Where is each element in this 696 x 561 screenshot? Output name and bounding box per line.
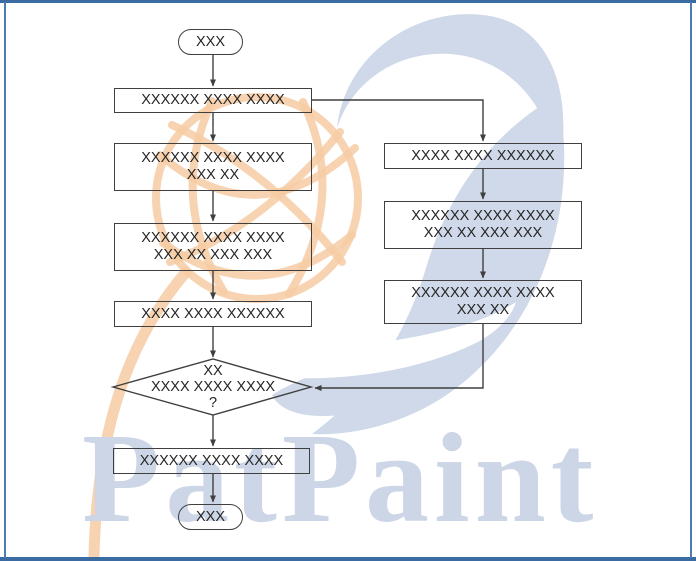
node-label-line: XXXXXX XXXX XXXX xyxy=(141,150,285,166)
node-label-line: XX xyxy=(203,363,223,379)
left-process-4: XXXX XXXX XXXXXX xyxy=(114,301,312,327)
node-label-line: XXX XX xyxy=(186,167,240,183)
frame-right-border xyxy=(690,2,692,558)
decision-label: XX XXXX XXXX XXXX ? xyxy=(130,361,296,413)
node-label: XXX xyxy=(195,33,225,50)
watermark-brand-text: PatPaint xyxy=(82,407,599,549)
left-process-1: XXXXXX XXXX XXXX xyxy=(114,88,312,113)
node-label-line: XXX XX XXX XXX xyxy=(153,247,273,263)
decision-diamond-shape xyxy=(110,358,314,416)
node-label-line: XXXXXX XXXX XXXX xyxy=(411,285,555,301)
node-label-line: XXX XX xyxy=(456,302,510,318)
node-label-line: XXXXXX XXXX XXXX xyxy=(141,230,285,246)
swoosh-crescent-shape xyxy=(337,14,564,175)
node-label-line: XXXXXX XXXX XXXX xyxy=(139,452,284,469)
node-label-line: XXXXXX XXXX XXXX xyxy=(411,208,555,224)
node-label-line: XXXX XXXX XXXX xyxy=(150,379,276,395)
node-label-line: XXXXXX XXXX XXXX xyxy=(141,92,285,108)
right-process-1: XXXX XXXX XXXXXX xyxy=(384,143,582,169)
left-process-3: XXXXXX XXXX XXXX XXX XX XXX XXX xyxy=(114,223,312,271)
globe-icon xyxy=(152,93,362,303)
start-terminator: XXX xyxy=(178,29,243,55)
node-label-line: XXXX XXXX XXXXXX xyxy=(141,305,285,322)
node-label-line: XXXX XXXX XXXXXX xyxy=(411,147,555,164)
globe-tail-swoosh xyxy=(88,266,192,561)
frame-top-bar xyxy=(0,0,696,3)
end-terminator: XXX xyxy=(178,504,243,530)
frame-bottom-bar xyxy=(0,557,696,561)
connector-lp1-to-rp1 xyxy=(312,99,486,142)
node-label-line: ? xyxy=(208,395,218,411)
left-process-2: XXXXXX XXXX XXXX XXX XX xyxy=(114,143,312,191)
node-label-line: XXX XX XXX XXX xyxy=(423,225,543,241)
final-process: XXXXXX XXXX XXXX xyxy=(113,448,310,474)
swoosh-leaf-shape xyxy=(312,95,565,435)
frame-left-border xyxy=(4,2,6,558)
swoosh-white-cut xyxy=(262,302,516,379)
right-process-3: XXXXXX XXXX XXXX XXX XX xyxy=(384,280,582,324)
connector-rp3-to-decision xyxy=(314,324,484,391)
right-process-2: XXXXXX XXXX XXXX XXX XX XXX XXX xyxy=(384,201,582,249)
node-label: XXX xyxy=(195,508,225,525)
